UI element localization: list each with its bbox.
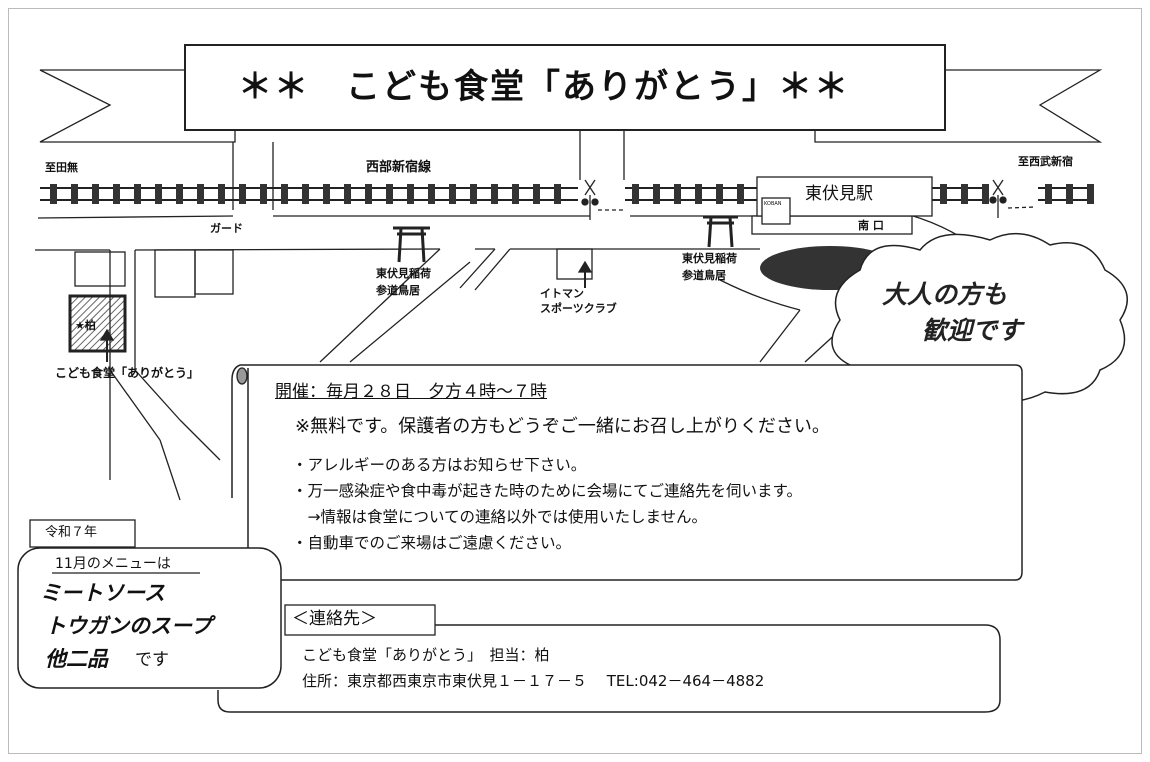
contact-name: こども食堂「ありがとう」 担当：柏: [302, 646, 550, 664]
cloud-line-1: 大人の方も: [882, 280, 1008, 309]
map-label-to-tanashi: 至田無: [45, 161, 78, 174]
gym-label-a: イトマン: [540, 287, 584, 300]
contact-box: [217, 624, 1001, 713]
page-title: ＊＊ こども食堂「ありがとう」＊＊: [238, 67, 850, 107]
railway-tie: [155, 184, 162, 204]
station-name: 東伏見駅: [805, 184, 873, 204]
railway-tie: [407, 184, 414, 204]
menu-item-3: 他二品: [45, 647, 108, 671]
torii-label-2b: 参道鳥居: [682, 269, 726, 282]
railway-tie: [674, 184, 681, 204]
menu-box: [17, 547, 282, 689]
torii-label-1a: 東伏見稲荷: [376, 267, 431, 280]
railway-tie: [632, 184, 639, 204]
railway-tie: [281, 184, 288, 204]
railway-tie: [449, 184, 456, 204]
venue-label: こども食堂「ありがとう」: [55, 366, 200, 380]
railway-tie: [533, 184, 540, 204]
railway-tie: [323, 184, 330, 204]
railway-tie: [716, 184, 723, 204]
railway-tie: [470, 184, 477, 204]
railway-tie: [1087, 184, 1094, 204]
railway-tie: [940, 184, 947, 204]
contact-address: 住所：東京都西東京市東伏見１－１７－５ TEL:042－464－4882: [302, 672, 765, 690]
arrow-up-icon: [577, 260, 593, 288]
menu-item-1: ミートソース: [40, 581, 165, 605]
info-scroll: [231, 364, 1023, 581]
railway-tie: [737, 184, 744, 204]
menu-era-tag: 令和７年: [45, 525, 98, 540]
arrow-up-icon: [99, 328, 115, 362]
railway-tie: [239, 184, 246, 204]
map-label-to-shinjuku: 至西武新宿: [1018, 155, 1073, 168]
railway-tie: [260, 184, 267, 204]
koban-icon: [761, 197, 791, 225]
railway-tie: [695, 184, 702, 204]
gym-label-b: スポーツクラブ: [540, 302, 617, 315]
map-label-line: 西部新宿線: [366, 160, 432, 175]
railway-tie: [982, 184, 989, 204]
railway-tie: [197, 184, 204, 204]
railway-tie: [512, 184, 519, 204]
railway-tie: [1066, 184, 1073, 204]
torii-icon: [703, 215, 738, 248]
bullet-3: →情報は食堂についての連絡以外では使用いたしません。: [292, 508, 708, 526]
schedule-text: 開催：毎月２８日 夕方４時～７時: [275, 382, 547, 402]
menu-item-2: トウガンのスープ: [45, 614, 212, 638]
railway-tie: [134, 184, 141, 204]
railway-tie: [344, 184, 351, 204]
railway-tie: [365, 184, 372, 204]
railway-tie: [653, 184, 660, 204]
koban-label: KOBAN: [764, 201, 782, 207]
house-label: ★柏: [75, 319, 96, 332]
railway-tie: [50, 184, 57, 204]
free-note: ※無料です。保護者の方もどうぞご一緒にお召し上がりください。: [295, 416, 830, 437]
railway-tie: [961, 184, 968, 204]
contact-label: ＜連絡先＞: [292, 609, 377, 629]
menu-suffix: です: [135, 650, 169, 670]
torii-label-2a: 東伏見稲荷: [682, 252, 737, 265]
railroad-crossing-icon: [989, 179, 1036, 218]
torii-label-1b: 参道鳥居: [376, 284, 420, 297]
railway-tie: [71, 184, 78, 204]
railway-tie: [92, 184, 99, 204]
south-exit-label: 南 口: [858, 219, 884, 232]
railway-tie: [218, 184, 225, 204]
bullet-1: ・アレルギーのある方はお知らせ下さい。: [292, 456, 587, 474]
page-border: [8, 8, 1142, 754]
cloud-line-2: 歓迎です: [922, 316, 1023, 345]
railway-tie: [428, 184, 435, 204]
railway-tie: [113, 184, 120, 204]
railroad-crossing-icon: [581, 179, 625, 220]
railway-tie: [302, 184, 309, 204]
bullet-2: ・万一感染症や食中毒が起きた時のために会場にてご連絡先を伺います。: [292, 482, 802, 500]
railway-tie: [386, 184, 393, 204]
venue-building: [68, 294, 127, 353]
railway-tie: [1045, 184, 1052, 204]
map-label-guard: ガード: [210, 222, 243, 235]
railway-tie: [554, 184, 561, 204]
railway-tie: [491, 184, 498, 204]
bullet-4: ・自動車でのご来場はご遠慮ください。: [292, 534, 572, 552]
railway-tie: [176, 184, 183, 204]
menu-heading: 11月のメニューは: [55, 556, 171, 572]
torii-icon: [393, 226, 430, 263]
